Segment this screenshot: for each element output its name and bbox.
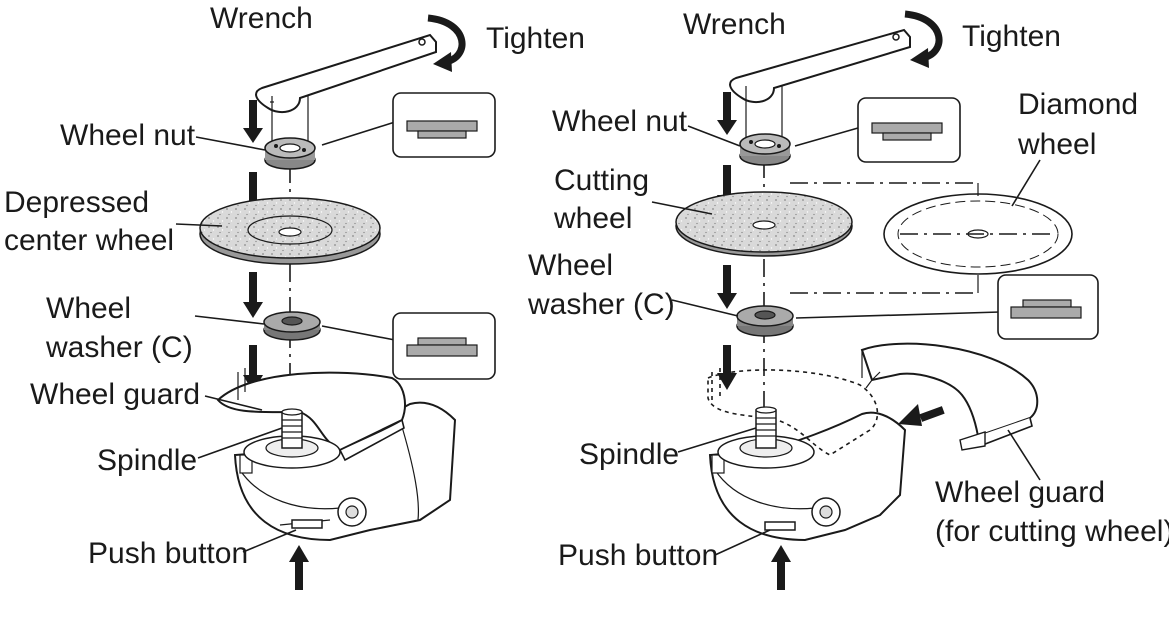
- cutting-wheel-label-1: Cutting: [554, 164, 649, 197]
- washer-label-1: Wheel: [46, 292, 131, 325]
- push-button-label: Push button: [558, 539, 718, 572]
- cutting-wheel-label-2: wheel: [553, 202, 632, 235]
- depressed-wheel-label-2: center wheel: [4, 224, 174, 257]
- tighten-arrow-icon: [904, 10, 943, 68]
- wheel-nut: [264, 137, 316, 170]
- spindle-label: Spindle: [579, 438, 679, 471]
- washer-label-1: Wheel: [528, 249, 613, 282]
- wheel-guard: [216, 368, 406, 462]
- wrench-label: Wrench: [210, 2, 313, 35]
- washer-cross-section-callout: [392, 312, 496, 380]
- up-arrow-icon: [289, 545, 309, 590]
- wheel-washer: [736, 305, 794, 337]
- wheel-nut-label: Wheel nut: [60, 119, 196, 152]
- nut-cross-section-callout: [857, 97, 961, 163]
- tighten-arrow-icon: [427, 14, 466, 72]
- depressed-center-wheel: [199, 197, 381, 265]
- tighten-label: Tighten: [486, 22, 585, 55]
- wrench-icon: [255, 33, 437, 142]
- wheel-nut-label: Wheel nut: [552, 105, 688, 138]
- grinder-body: [708, 411, 907, 542]
- wrench-icon: [729, 28, 911, 138]
- wheel-nut: [739, 133, 791, 166]
- left-panel: Wrench Tighten Wheel nut: [4, 2, 585, 590]
- cutting-guard-label-1: Wheel guard: [935, 476, 1105, 509]
- washer-cross-section-callout: [997, 274, 1099, 340]
- right-panel: Wrench Tighten Wheel nut: [527, 8, 1169, 590]
- washer-label-2: washer (C): [527, 288, 675, 321]
- cutting-wheel-guard: [860, 342, 1039, 451]
- nut-cross-section-callout: [392, 92, 496, 158]
- tighten-label: Tighten: [962, 20, 1061, 53]
- wheel-washer: [263, 311, 321, 341]
- depressed-wheel-label-1: Depressed: [4, 186, 149, 219]
- cutting-guard-label-2: (for cutting wheel): [935, 515, 1169, 548]
- diamond-wheel: [883, 193, 1073, 275]
- washer-label-2: washer (C): [45, 331, 193, 364]
- spindle: [243, 408, 341, 469]
- diamond-wheel-label-1: Diamond: [1018, 88, 1138, 121]
- spindle-label: Spindle: [97, 444, 197, 477]
- wheel-guard-label: Wheel guard: [30, 378, 200, 411]
- up-arrow-icon: [771, 545, 791, 590]
- removed-guard-outline: [707, 368, 879, 456]
- push-button-label: Push button: [88, 537, 248, 570]
- spindle: [717, 406, 815, 469]
- cutting-wheel: [675, 191, 853, 257]
- diamond-wheel-label-2: wheel: [1017, 128, 1096, 161]
- wrench-label: Wrench: [683, 8, 786, 41]
- install-direction-arrow-icon: [898, 404, 945, 426]
